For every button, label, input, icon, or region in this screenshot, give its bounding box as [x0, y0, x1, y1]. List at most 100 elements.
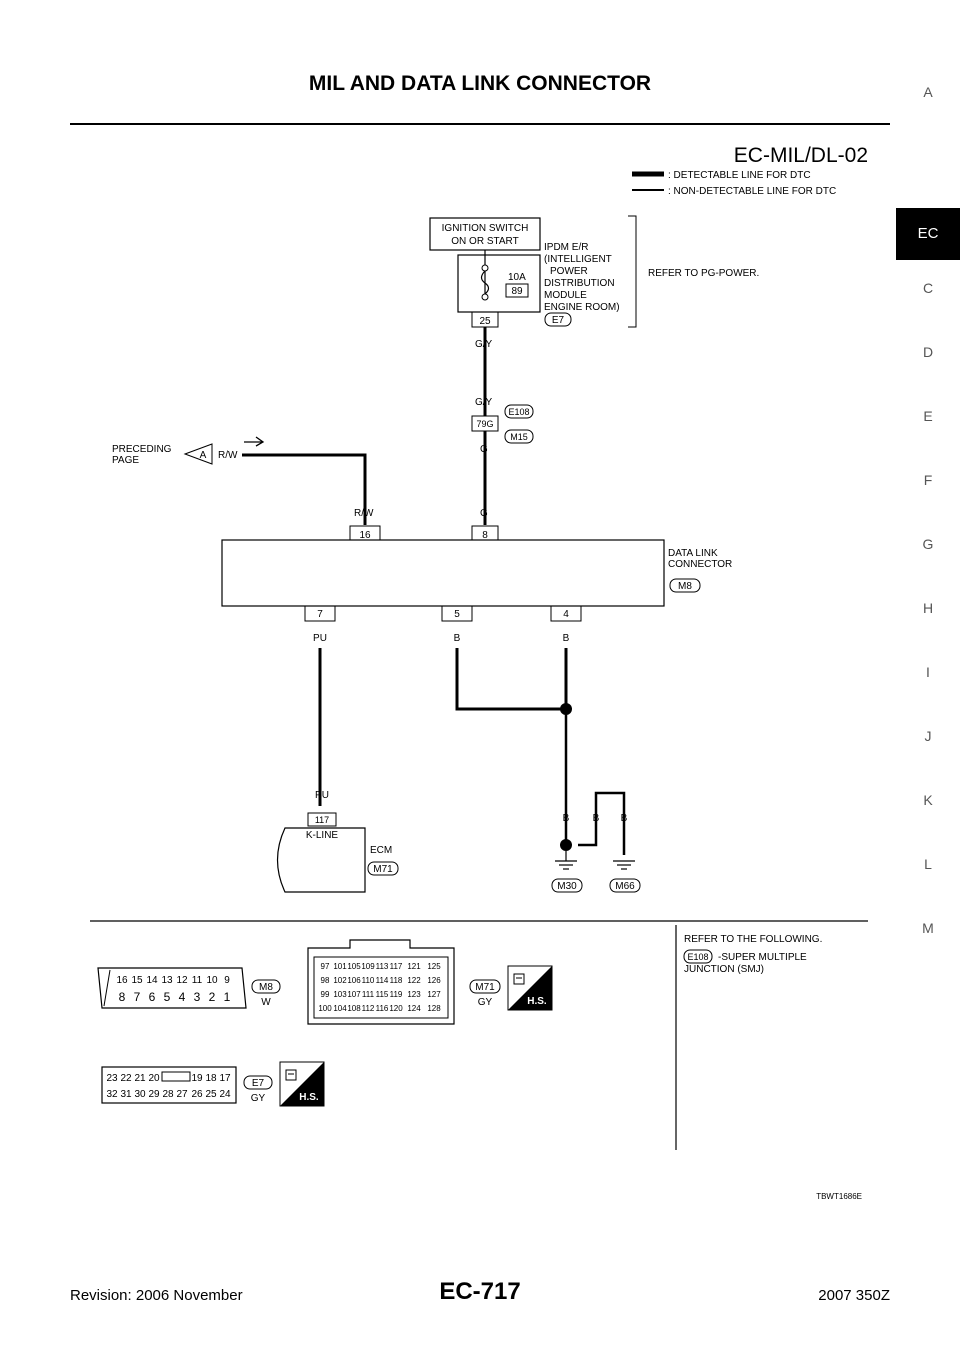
m71-pin: 101 [333, 962, 347, 971]
m71-pin-grid: 97 101 105 109 113 117 121 125 98 102 10… [318, 962, 441, 1013]
preceding-page-line2: PAGE [112, 455, 139, 466]
m71-pin: 121 [407, 962, 421, 971]
tab-f[interactable]: F [923, 472, 933, 488]
m71-pin: 107 [347, 990, 361, 999]
tab-c[interactable]: C [922, 280, 934, 296]
wire-b-m66 [578, 791, 626, 855]
e7-pin: 26 [191, 1089, 203, 1100]
m8-pin: 9 [224, 975, 230, 986]
e7-pin: 20 [148, 1073, 160, 1084]
m8-pin: 7 [134, 990, 141, 1004]
ecm-connector-badge [367, 861, 399, 876]
wire-g-label-1: G [480, 444, 488, 455]
m71-pin: 117 [390, 962, 403, 971]
m71-pin: 114 [376, 976, 389, 985]
m71-hs-icon-fill [508, 966, 552, 1010]
m8-pin: 13 [161, 975, 173, 986]
ground-wire-c: B [621, 813, 628, 824]
m71-pin: 109 [361, 962, 375, 971]
m71-pin: 108 [347, 1004, 361, 1013]
tab-j[interactable]: J [924, 728, 932, 744]
tab-e[interactable]: E [923, 408, 933, 424]
m71-pin: 116 [376, 1004, 389, 1013]
m71-pin: 104 [333, 1004, 347, 1013]
m8-pin: 5 [164, 990, 171, 1004]
e7-pin: 24 [219, 1089, 231, 1100]
m71-hs-hand-icon [513, 973, 525, 985]
fuse-rating: 10A [508, 272, 526, 283]
m8-pin: 4 [179, 990, 186, 1004]
joint-pin: 79G [476, 419, 493, 429]
preceding-wire-label: R/W [218, 450, 238, 461]
m8-pin: 3 [194, 990, 201, 1004]
tab-g[interactable]: G [922, 536, 934, 552]
e7-pin: 31 [120, 1089, 132, 1100]
tab-a[interactable]: A [923, 84, 933, 100]
e7-name: E7 [252, 1078, 265, 1089]
dlc-pin-5: 5 [454, 609, 460, 620]
ground-connector-a: M30 [557, 881, 577, 892]
fuse-terminal-top [481, 264, 489, 272]
m8-pin: 15 [131, 975, 143, 986]
joint-connector-bottom-badge [504, 429, 534, 444]
m71-color: GY [478, 997, 493, 1008]
m71-pin: 113 [376, 962, 389, 971]
m71-pin: 126 [427, 976, 441, 985]
m71-pin: 102 [333, 976, 347, 985]
ecm-label: ECM [370, 845, 392, 856]
tab-k[interactable]: K [923, 792, 933, 808]
m71-pin: 125 [427, 962, 441, 971]
ground-symbol-m30 [554, 860, 578, 870]
preceding-marker-letter: A [200, 450, 207, 461]
ipdm-label-2: (INTELLIGENT [544, 254, 612, 265]
dlc-label-2: CONNECTOR [668, 559, 732, 570]
tab-m[interactable]: M [922, 920, 934, 936]
ground-wire-b: B [593, 813, 600, 824]
dlc-pin-4: 4 [563, 609, 569, 620]
m71-pin: 112 [362, 1004, 375, 1013]
wire-gy-label-2: G/Y [475, 397, 493, 408]
refer-heading: REFER TO THE FOLLOWING. [684, 934, 822, 945]
fuse-icon [480, 270, 490, 295]
e7-pin: 23 [106, 1073, 118, 1084]
tab-i[interactable]: I [926, 664, 930, 680]
m8-row2: 8 7 6 5 4 3 2 1 [119, 990, 231, 1004]
refer-badge: E108 [687, 952, 708, 962]
e7-row1: 23 22 21 20 19 18 17 [106, 1073, 231, 1084]
dlc-pin-16: 16 [359, 530, 371, 541]
tab-l[interactable]: L [924, 856, 932, 872]
joint-connector-top: E108 [508, 407, 529, 417]
m8-pin: 8 [119, 990, 126, 1004]
ignition-switch-line2: ON OR START [451, 236, 518, 247]
tab-h[interactable]: H [922, 600, 934, 616]
ipdm-refer-text: REFER TO PG-POWER. [648, 268, 759, 279]
wire-b-pin5 [455, 648, 566, 711]
wire-pu-label-2: PU [315, 790, 329, 801]
m8-connector-face [97, 967, 247, 1009]
ground-connector-b-badge [609, 878, 641, 893]
e7-row2: 32 31 30 29 28 27 26 25 24 [106, 1089, 231, 1100]
tab-ec[interactable]: EC [896, 208, 960, 260]
m71-pin: 128 [427, 1004, 441, 1013]
ipdm-refer-bracket [628, 215, 637, 328]
dlc-pin7-bracket [304, 606, 336, 622]
m8-name: M8 [259, 982, 273, 993]
ecm-connector: M71 [373, 864, 393, 875]
m71-connector-inner [313, 956, 449, 1019]
revision-label: Revision: 2006 November [70, 1287, 243, 1304]
m71-pin: 124 [407, 1004, 421, 1013]
m8-pin: 2 [209, 990, 216, 1004]
ground-wire-a: B [563, 813, 570, 824]
tab-d[interactable]: D [922, 344, 934, 360]
e7-pin: 29 [148, 1089, 160, 1100]
e7-hs-icon-fill [280, 1062, 324, 1106]
fuse-number: 89 [511, 286, 523, 297]
m8-name-badge [251, 979, 281, 994]
preceding-page-line1: PRECEDING [112, 444, 172, 455]
ignition-switch-line1: IGNITION SWITCH [442, 223, 529, 234]
wire-b5-label: B [454, 633, 461, 644]
m8-connector-divider [103, 969, 111, 1007]
refer-line2: JUNCTION (SMJ) [684, 964, 764, 975]
ground-connector-a-badge [551, 878, 583, 893]
